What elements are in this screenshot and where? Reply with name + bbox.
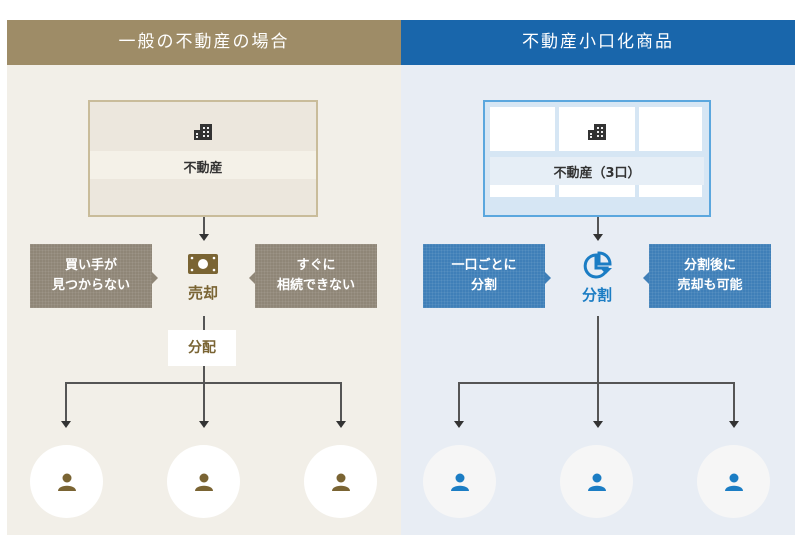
connector-line: [203, 366, 205, 422]
arrow-down-icon: [199, 234, 209, 241]
unit-cell: [490, 107, 555, 151]
connector-line: [340, 382, 342, 422]
pie-chart-icon: [583, 251, 612, 279]
property-label: 不動産（3口）: [553, 166, 641, 181]
unit-cell: [639, 184, 702, 197]
property-box: 不動産: [88, 100, 318, 217]
person-icon: [450, 473, 469, 491]
arrow-down-icon: [199, 421, 209, 428]
recipient-circle: [697, 445, 770, 518]
recipient-circle: [167, 445, 240, 518]
unit-cell: [639, 107, 702, 151]
person-icon: [331, 473, 350, 491]
recipient-circle: [423, 445, 496, 518]
distribution-label: 分配: [168, 330, 236, 366]
recipient-circle: [30, 445, 103, 518]
fractional-real-estate-panel: 不動産小口化商品 不動産（3口） 一口ごとに分割 分割後に売却も可能 分割: [401, 20, 795, 535]
arrow-down-icon: [454, 421, 464, 428]
building-icon: [588, 124, 606, 140]
callout-split-per-unit: 一口ごとに分割: [423, 244, 551, 308]
callout-no-buyer: 買い手が見つからない: [30, 244, 158, 308]
branch-line: [458, 382, 734, 384]
connector-line: [203, 217, 205, 235]
arrow-down-icon: [61, 421, 71, 428]
person-icon: [724, 473, 743, 491]
arrow-down-icon: [593, 421, 603, 428]
connector-line: [733, 382, 735, 422]
person-icon: [587, 473, 606, 491]
person-icon: [57, 473, 76, 491]
money-icon: [188, 254, 218, 274]
connector-line: [203, 316, 205, 330]
building-icon: [194, 124, 212, 140]
unit-cell: [490, 184, 555, 197]
panel-title: 一般の不動産の場合: [7, 20, 401, 65]
callout-sellable-after-split: 分割後に売却も可能: [643, 244, 771, 308]
property-box-3-units: 不動産（3口）: [483, 100, 711, 217]
connector-line: [458, 382, 460, 422]
unit-cell: [559, 184, 635, 197]
recipient-circle: [560, 445, 633, 518]
split-label: 分割: [581, 286, 612, 304]
person-icon: [194, 473, 213, 491]
callout-cannot-inherit: すぐに相続できない: [249, 244, 377, 308]
branch-line: [65, 382, 341, 384]
arrow-down-icon: [336, 421, 346, 428]
arrow-down-icon: [729, 421, 739, 428]
connector-line: [65, 382, 67, 422]
connector-line: [597, 217, 599, 235]
connector-line: [597, 316, 599, 422]
arrow-down-icon: [593, 234, 603, 241]
recipient-circle: [304, 445, 377, 518]
property-label: 不動産: [183, 161, 223, 176]
sale-label: 売却: [187, 284, 218, 302]
general-real-estate-panel: 一般の不動産の場合 不動産 買い手が見つからない すぐに相続できない 売却 分配: [7, 20, 401, 535]
panel-title: 不動産小口化商品: [401, 20, 795, 65]
